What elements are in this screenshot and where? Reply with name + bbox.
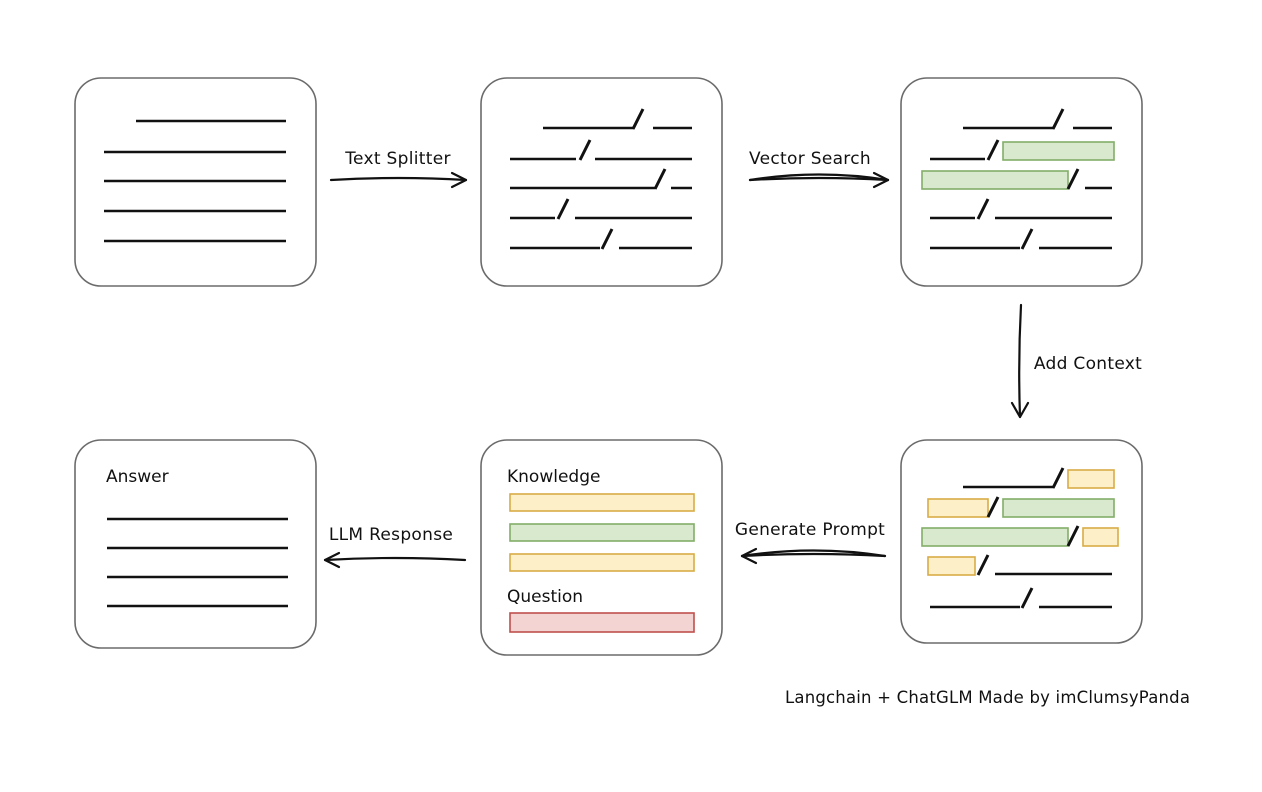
edge-line-text-splitter xyxy=(329,176,468,182)
slash-mark-split-chunks-row-3-seg-1 xyxy=(556,198,570,220)
edge-text-splitter: Text Splitter xyxy=(329,149,468,189)
slash-mark-vector-matches-row-3-seg-1 xyxy=(976,198,990,220)
slash-mark-context-chunks-row-4-seg-1 xyxy=(1020,587,1034,609)
highlight-chip-context-chunks-row-3-seg-0 xyxy=(927,556,976,576)
node-context-chunks xyxy=(900,439,1143,644)
node-source-document xyxy=(74,77,317,287)
slash-mark-split-chunks-row-0-seg-1 xyxy=(631,108,645,130)
slash-mark-context-chunks-row-3-seg-1 xyxy=(976,554,990,576)
slash-mark-context-chunks-row-2-seg-1 xyxy=(1066,525,1080,547)
edge-label-llm-response: LLM Response xyxy=(329,525,453,545)
highlight-chip-context-chunks-row-1-seg-2 xyxy=(1002,498,1115,518)
node-heading-prompt-0: Knowledge xyxy=(507,467,600,487)
slash-mark-context-chunks-row-0-seg-1 xyxy=(1051,467,1065,489)
highlight-chip-vector-matches-row-2-seg-0 xyxy=(921,170,1069,190)
edge-line2-generate-prompt xyxy=(740,549,887,558)
edge-label-text-splitter: Text Splitter xyxy=(344,149,451,169)
edge-line-llm-response xyxy=(323,556,467,562)
edge-label-add-context: Add Context xyxy=(1034,354,1142,374)
edge-label-vector-search: Vector Search xyxy=(749,149,871,169)
edge-arrowhead-llm-response xyxy=(323,551,341,569)
edge-line2-vector-search xyxy=(748,173,890,182)
edge-line-generate-prompt xyxy=(740,552,887,558)
knowledge-bar-1 xyxy=(509,493,695,512)
node-box-answer xyxy=(74,439,317,649)
slash-mark-vector-matches-row-4-seg-1 xyxy=(1020,228,1034,250)
knowledge-bar-3 xyxy=(509,553,695,572)
slash-mark-vector-matches-row-1-seg-1 xyxy=(986,139,1000,161)
edge-label-generate-prompt: Generate Prompt xyxy=(735,520,885,540)
edge-vector-search: Vector Search xyxy=(748,149,890,189)
slash-mark-vector-matches-row-0-seg-1 xyxy=(1051,108,1065,130)
highlight-chip-context-chunks-row-0-seg-2 xyxy=(1067,469,1115,489)
knowledge-bar-2 xyxy=(509,523,695,542)
slash-mark-split-chunks-row-1-seg-1 xyxy=(578,139,592,161)
slash-mark-context-chunks-row-1-seg-1 xyxy=(986,496,1000,518)
question-bar xyxy=(509,612,695,633)
edge-arrowhead-add-context xyxy=(1010,401,1030,419)
slash-mark-split-chunks-row-2-seg-1 xyxy=(653,168,667,190)
highlight-chip-vector-matches-row-1-seg-2 xyxy=(1002,141,1115,161)
edge-llm-response: LLM Response xyxy=(323,525,467,569)
node-answer: Answer xyxy=(74,439,317,649)
edge-generate-prompt: Generate Prompt xyxy=(735,520,887,565)
edge-arrowhead-text-splitter xyxy=(450,171,468,189)
highlight-chip-context-chunks-row-2-seg-0 xyxy=(921,527,1069,547)
node-heading-prompt-1: Question xyxy=(507,587,583,607)
node-vector-matches xyxy=(900,77,1143,287)
node-split-chunks xyxy=(480,77,723,287)
edge-add-context: Add Context xyxy=(1010,303,1142,419)
edge-arrowhead-vector-search xyxy=(872,171,890,189)
node-title-answer: Answer xyxy=(106,467,169,487)
edge-line-vector-search xyxy=(748,176,890,182)
slash-mark-vector-matches-row-2-seg-1 xyxy=(1066,168,1080,190)
node-box-split-chunks xyxy=(480,77,723,287)
edge-arrowhead-generate-prompt xyxy=(740,547,758,565)
edge-line-add-context xyxy=(1018,303,1023,419)
highlight-chip-context-chunks-row-1-seg-0 xyxy=(927,498,989,518)
highlight-chip-context-chunks-row-2-seg-2 xyxy=(1082,527,1119,547)
slash-mark-split-chunks-row-4-seg-1 xyxy=(600,228,614,250)
diagram-caption: Langchain + ChatGLM Made by imClumsyPand… xyxy=(785,688,1190,707)
